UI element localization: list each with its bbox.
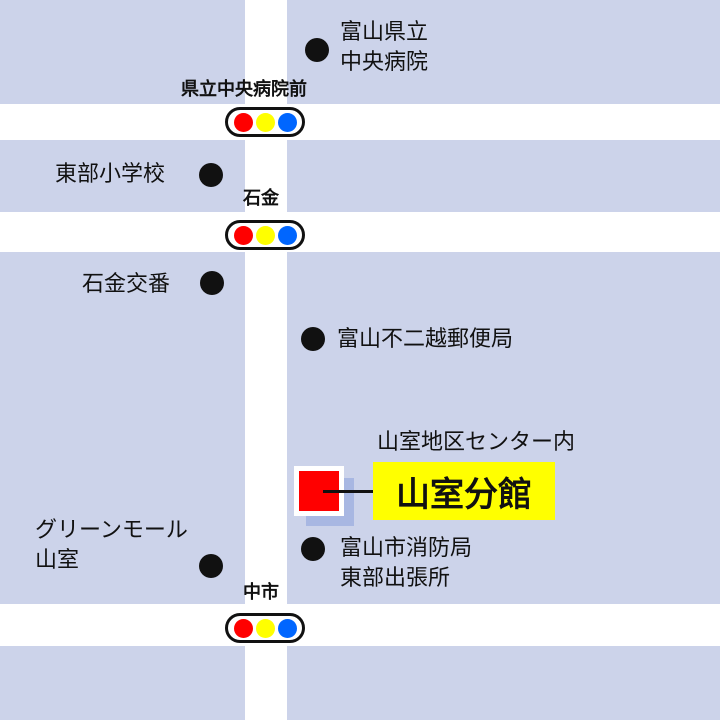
signal-yellow-lamp-icon bbox=[255, 618, 275, 638]
intersection-label-hospital: 県立中央病院前 bbox=[181, 79, 307, 100]
signal-blue-lamp-icon bbox=[277, 225, 297, 245]
traffic-signal-icon bbox=[225, 220, 305, 250]
signal-blue-lamp-icon bbox=[277, 112, 297, 132]
landmark-hospital: 富山県立 中央病院 bbox=[340, 20, 429, 75]
cross-road-nakaichi bbox=[0, 604, 720, 646]
intersection-label-ishigane: 石金 bbox=[243, 188, 279, 209]
landmark-dot-icon bbox=[305, 38, 329, 62]
intersection-label-nakaichi: 中市 bbox=[243, 582, 279, 603]
signal-red-lamp-icon bbox=[233, 618, 253, 638]
signal-blue-lamp-icon bbox=[277, 618, 297, 638]
traffic-signal-icon bbox=[225, 613, 305, 643]
signal-yellow-lamp-icon bbox=[255, 225, 275, 245]
signal-red-lamp-icon bbox=[233, 225, 253, 245]
traffic-signal-icon bbox=[225, 107, 305, 137]
cross-road-ishigane bbox=[0, 212, 720, 252]
signal-red-lamp-icon bbox=[233, 112, 253, 132]
destination-name: 山室分館 bbox=[373, 462, 555, 520]
landmark-dot-icon bbox=[301, 327, 325, 351]
landmark-school: 東部小学校 bbox=[55, 162, 166, 187]
landmark-dot-icon bbox=[199, 163, 223, 187]
landmark-dot-icon bbox=[200, 271, 224, 295]
leader-line bbox=[323, 490, 373, 493]
cross-road-hospital bbox=[0, 104, 720, 140]
landmark-dot-icon bbox=[301, 537, 325, 561]
destination-note: 山室地区センター内 bbox=[377, 430, 576, 455]
signal-yellow-lamp-icon bbox=[255, 112, 275, 132]
landmark-police-box: 石金交番 bbox=[82, 272, 171, 297]
landmark-dot-icon bbox=[199, 554, 223, 578]
landmark-fire-station: 富山市消防局 東部出張所 bbox=[340, 536, 473, 591]
landmark-mall: グリーンモール 山室 bbox=[35, 518, 188, 573]
landmark-post-office: 富山不二越郵便局 bbox=[337, 327, 514, 352]
